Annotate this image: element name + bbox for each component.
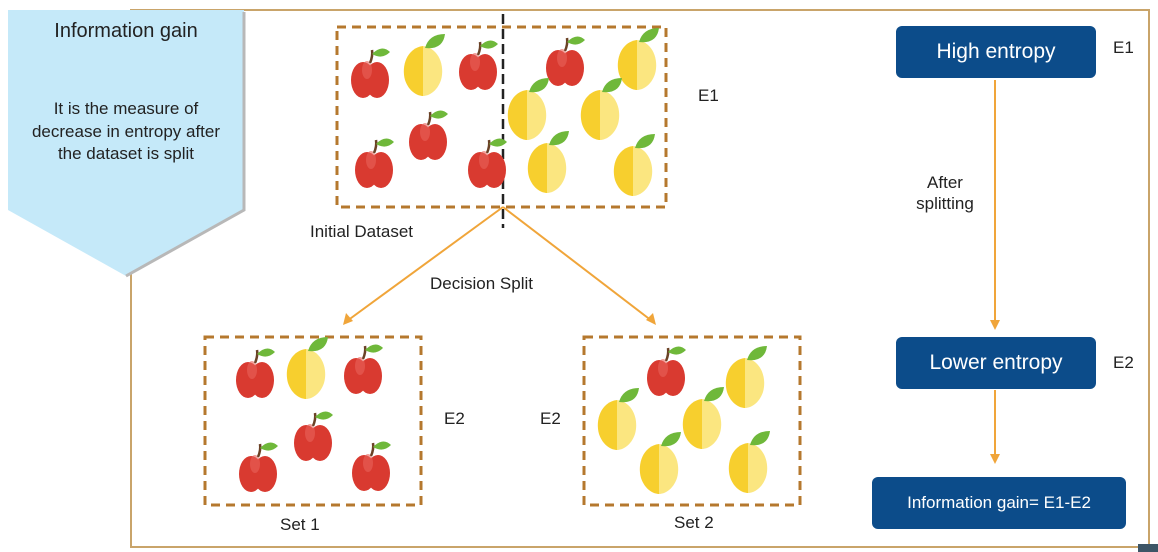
corner-mark xyxy=(1138,544,1158,552)
initial-dataset-label: Initial Dataset xyxy=(310,222,413,241)
apple-icon xyxy=(234,347,277,400)
arrowheads xyxy=(343,313,1000,464)
information-gain-box: Information gain= E1-E2 xyxy=(872,477,1126,529)
lemon-icon xyxy=(725,346,767,408)
apple-icon xyxy=(349,47,392,100)
decision-split-label: Decision Split xyxy=(430,274,533,293)
banner-title: Information gain xyxy=(54,20,198,42)
apple-icon xyxy=(353,137,396,190)
set2-box xyxy=(582,335,802,507)
high-entropy-box: High entropy xyxy=(896,26,1096,78)
lemon-icon xyxy=(403,34,445,96)
lemon-icon xyxy=(613,134,655,196)
banner-description: It is the measure of decrease in entropy… xyxy=(31,99,221,163)
diagram-frame xyxy=(130,9,1150,548)
apple-icon xyxy=(342,343,385,396)
lemon-icon xyxy=(527,131,569,193)
set1-entropy-label: E2 xyxy=(444,409,465,428)
set1-label: Set 1 xyxy=(280,515,320,534)
lemon-icon xyxy=(286,337,328,399)
lemon-icon xyxy=(507,78,549,140)
lemon-icon xyxy=(682,387,724,449)
apple-icon xyxy=(544,35,587,88)
decision-split-arrows xyxy=(346,80,996,458)
lower-entropy-tag: E2 xyxy=(1113,353,1134,372)
lemon-icon xyxy=(597,388,639,450)
set2-fruits xyxy=(597,345,770,494)
banner-shape xyxy=(8,10,246,278)
lemon-icon xyxy=(617,28,659,90)
lemon-icon xyxy=(639,432,681,494)
set2-label: Set 2 xyxy=(674,513,714,532)
apple-icon xyxy=(292,410,335,463)
apple-icon xyxy=(645,345,688,398)
after-splitting-label: After splitting xyxy=(916,173,974,213)
initial-entropy-label: E1 xyxy=(698,86,719,105)
apple-icon xyxy=(350,440,393,493)
apple-icon xyxy=(457,39,500,92)
set2-entropy-label: E2 xyxy=(540,409,561,428)
apple-icon xyxy=(407,109,450,162)
lower-entropy-box: Lower entropy xyxy=(896,337,1096,389)
initial-dataset-fruits xyxy=(349,28,659,196)
set1-fruits xyxy=(234,337,393,494)
set1-box xyxy=(203,335,423,507)
lemon-icon xyxy=(728,431,770,493)
lemon-icon xyxy=(580,78,622,140)
apple-icon xyxy=(237,441,280,494)
apple-icon xyxy=(466,137,509,190)
high-entropy-tag: E1 xyxy=(1113,38,1134,57)
